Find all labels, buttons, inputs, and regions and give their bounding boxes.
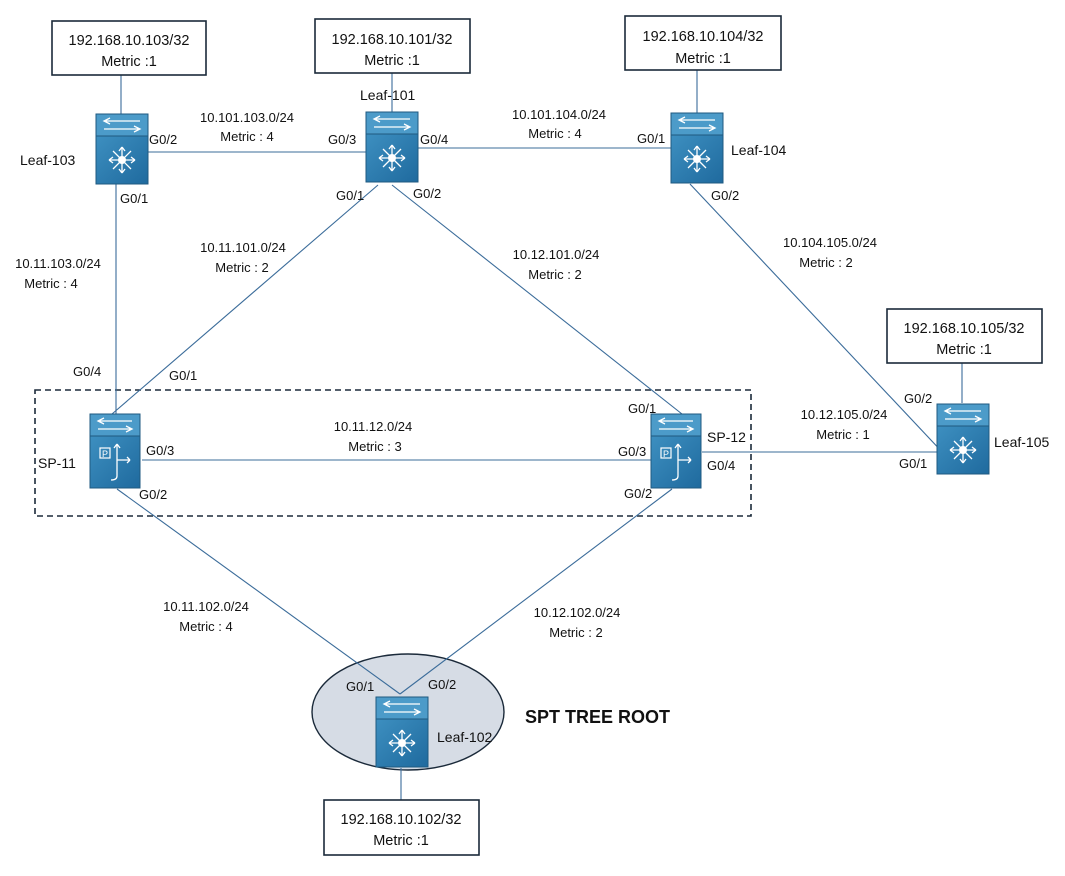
port-sp12-g04: G0/4 [707, 458, 735, 473]
port-leaf101-g04: G0/4 [420, 132, 448, 147]
port-sp11-g01: G0/1 [169, 368, 197, 383]
link-subnet-leaf103-leaf101: 10.101.103.0/24 [200, 110, 294, 125]
link-sp12-leaf102 [399, 488, 673, 695]
link-labels: 10.101.103.0/24 Metric : 4 10.101.104.0/… [15, 107, 887, 640]
sp-12-icon [650, 413, 702, 489]
device-name-leaf103: Leaf-103 [20, 152, 75, 168]
port-leaf103-g01: G0/1 [120, 191, 148, 206]
device-name-leaf102: Leaf-102 [437, 729, 492, 745]
link-subnet-leaf103-sp11: 10.11.103.0/24 [15, 256, 101, 271]
link-subnet-leaf101-sp12: 10.12.101.0/24 [513, 247, 600, 262]
loopback-ip-leaf105: 192.168.10.105/32 [904, 321, 1025, 337]
port-sp12-g01: G0/1 [628, 401, 656, 416]
spine-group-box [34, 389, 752, 517]
leaf-105-icon [936, 403, 990, 475]
port-leaf101-g02: G0/2 [413, 186, 441, 201]
link-subnet-sp12-leaf102: 10.12.102.0/24 [534, 605, 621, 620]
link-metric-sp11-leaf102: Metric : 4 [179, 619, 232, 634]
loopback-box-leaf103 [51, 20, 207, 76]
loopback-ip-leaf103: 192.168.10.103/32 [69, 33, 190, 49]
leaf-104-icon [670, 112, 724, 184]
link-leaf104-leaf105 [689, 183, 946, 456]
device-name-leaf101: Leaf-101 [360, 87, 415, 103]
port-leaf105-g01: G0/1 [899, 456, 927, 471]
loopback-ip-leaf102: 192.168.10.102/32 [341, 812, 462, 828]
link-sp11-leaf102 [116, 488, 401, 695]
loopback-metric-leaf104: Metric :1 [675, 51, 731, 67]
loopback-ip-leaf101: 192.168.10.101/32 [332, 32, 453, 48]
links [111, 70, 963, 800]
loopback-box-leaf102 [323, 799, 480, 856]
leaf-103-icon [95, 113, 149, 185]
port-sp11-g04: G0/4 [73, 364, 101, 379]
port-leaf102-g01: G0/1 [346, 679, 374, 694]
device-name-leaf104: Leaf-104 [731, 142, 786, 158]
sp-11-icon [89, 413, 141, 489]
device-name-sp12: SP-12 [707, 429, 746, 445]
port-labels: G0/2 G0/3 G0/4 G0/1 G0/1 G0/4 G0/1 G0/1 … [73, 131, 932, 694]
port-leaf101-g01: G0/1 [336, 188, 364, 203]
port-leaf104-g01: G0/1 [637, 131, 665, 146]
link-metric-sp11-sp12: Metric : 3 [348, 439, 401, 454]
link-subnet-sp11-sp12: 10.11.12.0/24 [334, 419, 413, 434]
port-sp12-g02: G0/2 [624, 486, 652, 501]
loopback-box-leaf104 [624, 15, 782, 71]
loopback-metric-leaf103: Metric :1 [101, 54, 157, 70]
loopback-boxes: 192.168.10.103/32 Metric :1 192.168.10.1… [51, 15, 1043, 856]
link-metric-leaf103-leaf101: Metric : 4 [220, 129, 273, 144]
link-metric-leaf101-leaf104: Metric : 4 [528, 126, 581, 141]
loopback-metric-leaf105: Metric :1 [936, 342, 992, 358]
loopback-box-leaf101 [314, 18, 471, 74]
link-metric-sp12-leaf102: Metric : 2 [549, 625, 602, 640]
link-subnet-sp12-leaf105: 10.12.105.0/24 [801, 407, 888, 422]
port-sp11-g03: G0/3 [146, 443, 174, 458]
link-metric-sp12-leaf105: Metric : 1 [816, 427, 869, 442]
link-metric-leaf101-sp11: Metric : 2 [215, 260, 268, 275]
device-names: Leaf-103 Leaf-101 Leaf-104 Leaf-105 SP-1… [20, 87, 1049, 745]
port-sp12-g03: G0/3 [618, 444, 646, 459]
link-leaf101-sp12 [391, 184, 683, 415]
link-leaf101-sp11 [111, 184, 379, 415]
port-leaf105-g02: G0/2 [904, 391, 932, 406]
port-leaf102-g02: G0/2 [428, 677, 456, 692]
loopback-metric-leaf101: Metric :1 [364, 53, 420, 69]
spt-tree-root-label: SPT TREE ROOT [525, 707, 670, 727]
port-leaf104-g02: G0/2 [711, 188, 739, 203]
loopback-ip-leaf104: 192.168.10.104/32 [643, 29, 764, 45]
link-subnet-sp11-leaf102: 10.11.102.0/24 [163, 599, 249, 614]
link-subnet-leaf104-leaf105: 10.104.105.0/24 [783, 235, 877, 250]
port-leaf101-g03: G0/3 [328, 132, 356, 147]
device-name-leaf105: Leaf-105 [994, 434, 1049, 450]
loopback-metric-leaf102: Metric :1 [373, 833, 429, 849]
link-subnet-leaf101-leaf104: 10.101.104.0/24 [512, 107, 606, 122]
port-leaf103-g02: G0/2 [149, 132, 177, 147]
link-subnet-leaf101-sp11: 10.11.101.0/24 [200, 240, 286, 255]
loopback-box-leaf105 [886, 308, 1043, 364]
leaf-101-icon [365, 111, 419, 183]
port-sp11-g02: G0/2 [139, 487, 167, 502]
link-metric-leaf101-sp12: Metric : 2 [528, 267, 581, 282]
link-metric-leaf104-leaf105: Metric : 2 [799, 255, 852, 270]
leaf-102-icon [375, 696, 429, 768]
device-name-sp11: SP-11 [38, 455, 76, 471]
link-metric-leaf103-sp11: Metric : 4 [24, 276, 77, 291]
